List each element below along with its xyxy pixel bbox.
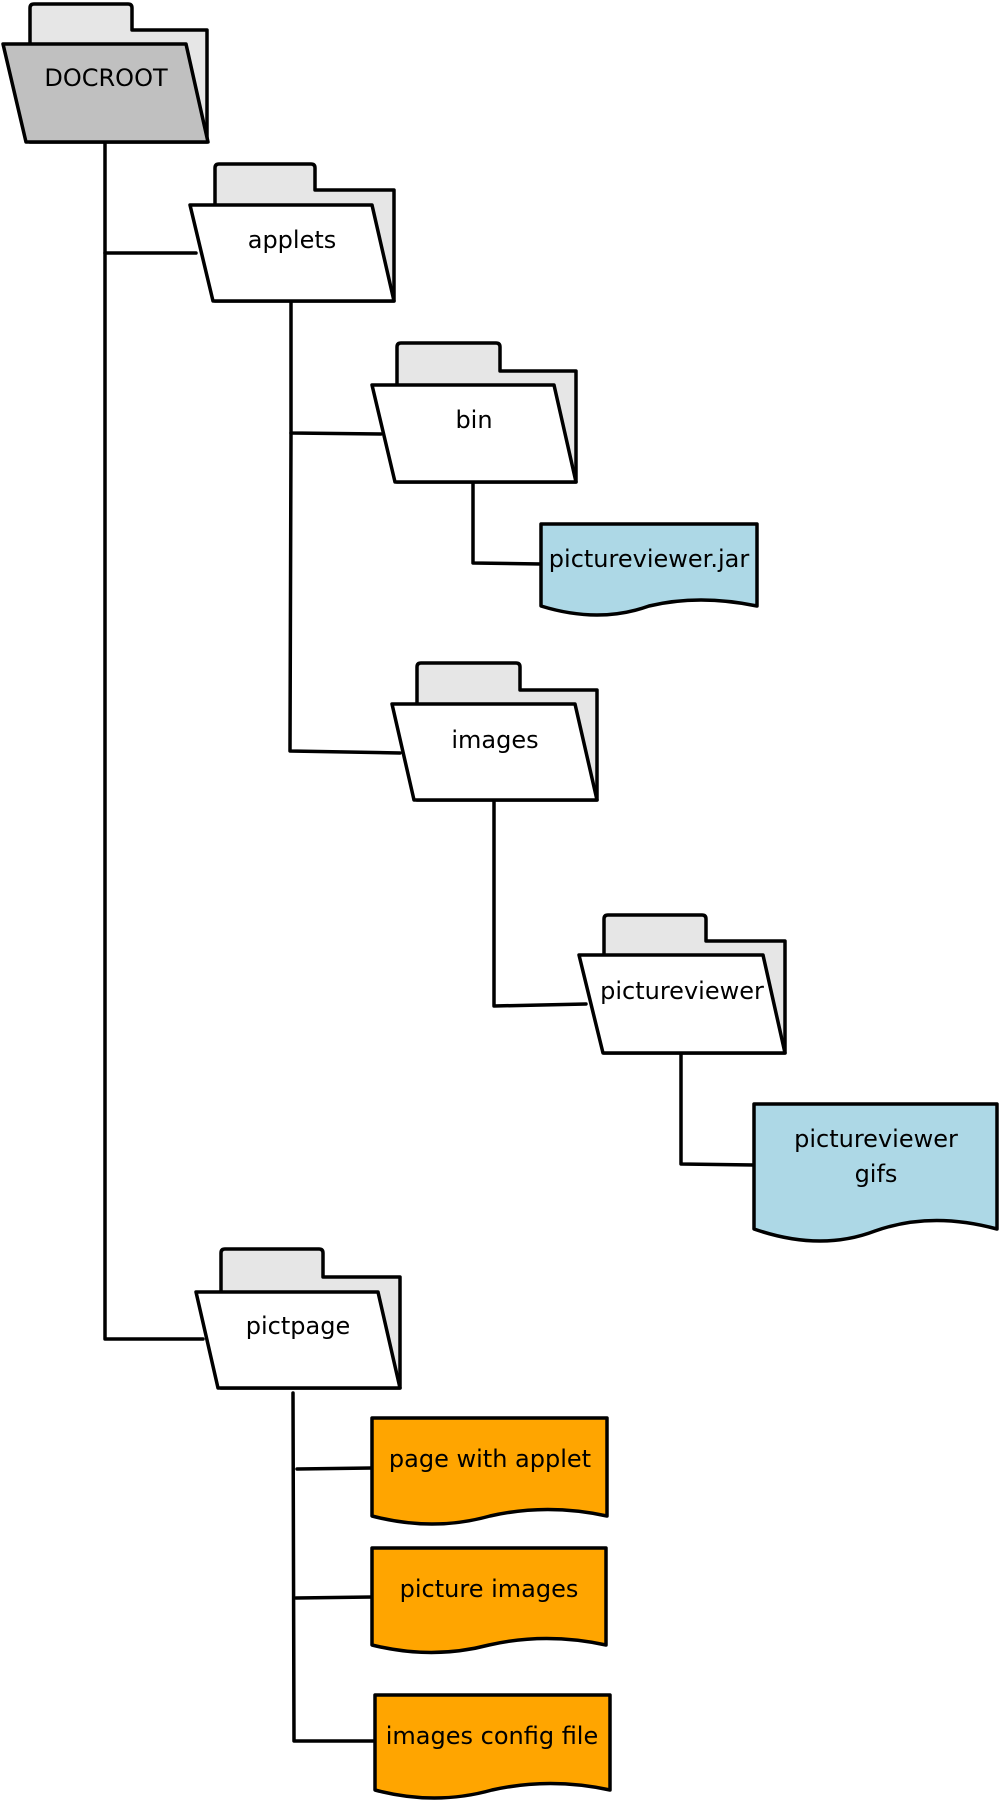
connector-pictureviewer-gifs (679, 1051, 756, 1167)
folder-label-pictureviewer: pictureviewer (600, 977, 764, 1005)
connector-pictpage-files (291, 1391, 375, 1743)
file-page-with-applet: page with applet (370, 1416, 609, 1526)
folder-front (1, 42, 210, 144)
file-label-page-with-applet: page with applet (389, 1445, 591, 1473)
document-shape (370, 1546, 608, 1655)
folder-front (390, 702, 599, 802)
folder-label-images: images (451, 726, 538, 754)
folder-front (370, 383, 578, 484)
document-shape (373, 1693, 612, 1800)
connector-pictpage-page-with-applet (295, 1466, 374, 1471)
file-label-pictureviewer-gifs-line2: gifs (855, 1160, 898, 1188)
file-label-pictureviewer-jar: pictureviewer.jar (549, 545, 750, 573)
document-shape (752, 1102, 999, 1243)
tree-connectors (103, 140, 756, 1743)
folder-label-applets: applets (248, 226, 337, 254)
folder-images: images (390, 661, 599, 802)
folder-pictpage: pictpage (194, 1247, 402, 1390)
file-picture-images: picture images (370, 1546, 608, 1655)
document-shape (539, 522, 759, 617)
connector-bin-jar (471, 480, 543, 566)
document-shape (370, 1416, 609, 1526)
folder-bin: bin (370, 341, 578, 484)
connector-applets-images (288, 431, 402, 755)
folder-label-bin: bin (455, 406, 492, 434)
connector-pictpage-picture-images (294, 1595, 374, 1600)
folder-applets: applets (188, 162, 396, 303)
connector-docroot-pictpage (103, 251, 205, 1341)
file-label-pictureviewer-gifs-line1: pictureviewer (794, 1125, 958, 1153)
folder-label-pictpage: pictpage (246, 1312, 350, 1340)
file-label-images-config-file: images config file (386, 1722, 599, 1750)
file-images-config-file: images config file (373, 1693, 612, 1800)
folder-docroot: DOCROOT (1, 2, 210, 144)
file-pictureviewer-jar: pictureviewer.jar (539, 522, 759, 617)
folder-front (188, 203, 396, 303)
file-pictureviewer-gifs: pictureviewer gifs (752, 1102, 999, 1243)
folder-front (577, 953, 787, 1055)
folder-label-docroot: DOCROOT (44, 64, 168, 92)
folder-front (194, 1290, 402, 1390)
connector-docroot-applets (103, 140, 198, 255)
connector-applets-bin (289, 299, 383, 436)
folder-pictureviewer: pictureviewer (577, 913, 787, 1055)
file-label-picture-images: picture images (400, 1575, 579, 1603)
connector-images-pictureviewer (492, 798, 588, 1008)
